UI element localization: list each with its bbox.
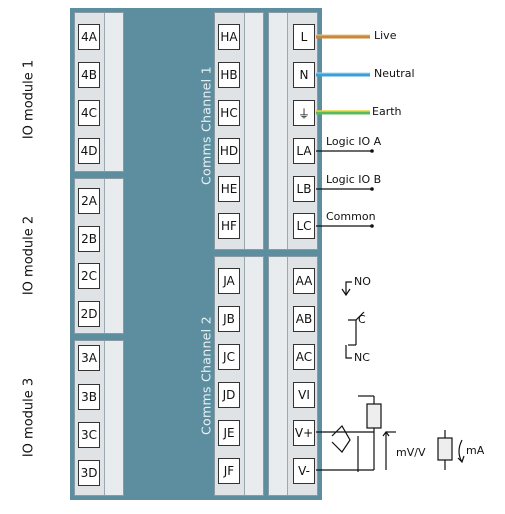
- mv-sensor-symbol: [316, 395, 396, 472]
- common-label: Common: [326, 210, 376, 223]
- relay-nc-label: NC: [354, 351, 370, 364]
- earth-label: Earth: [372, 105, 402, 118]
- terminal-ja[interactable]: JA: [218, 268, 240, 294]
- terminal-lc[interactable]: LC: [293, 213, 315, 239]
- live-label: Live: [374, 29, 397, 42]
- comms-channel-2-module: [214, 256, 264, 496]
- terminal-ha[interactable]: HA: [218, 24, 240, 50]
- terminal-4c[interactable]: 4C: [78, 100, 100, 126]
- terminal-4a[interactable]: 4A: [78, 24, 100, 50]
- logic-io-b-label: Logic IO B: [326, 173, 382, 186]
- terminal-vi[interactable]: VI: [293, 382, 315, 408]
- mv-label: mV/V: [396, 446, 426, 459]
- terminal-4b[interactable]: 4B: [78, 62, 100, 88]
- terminal-n[interactable]: N: [293, 62, 315, 88]
- terminal-earth[interactable]: ⏚: [293, 100, 315, 126]
- ma-sensor-symbol: [437, 430, 465, 470]
- terminal-je[interactable]: JE: [218, 420, 240, 446]
- logic-io-a-label: Logic IO A: [326, 135, 382, 148]
- terminal-2b[interactable]: 2B: [78, 226, 100, 252]
- terminal-l[interactable]: L: [293, 24, 315, 50]
- relay-c-label: C: [358, 313, 366, 326]
- neutral-label: Neutral: [374, 67, 415, 80]
- terminal-hc[interactable]: HC: [218, 100, 240, 126]
- terminal-ab[interactable]: AB: [293, 306, 315, 332]
- terminal-3d[interactable]: 3D: [78, 460, 100, 486]
- terminal-hf[interactable]: HF: [218, 213, 240, 239]
- terminal-aa[interactable]: AA: [293, 268, 315, 294]
- terminal-la[interactable]: LA: [293, 138, 315, 164]
- terminal-jd[interactable]: JD: [218, 382, 240, 408]
- relay-no-label: NO: [354, 275, 371, 288]
- power-block: [268, 12, 318, 250]
- terminal-hd[interactable]: HD: [218, 138, 240, 164]
- terminal-vplus[interactable]: V+: [293, 420, 315, 446]
- terminal-2c[interactable]: 2C: [78, 263, 100, 289]
- terminal-2d[interactable]: 2D: [78, 301, 100, 327]
- terminal-jf[interactable]: JF: [218, 458, 240, 484]
- terminal-jc[interactable]: JC: [218, 344, 240, 370]
- terminal-4d[interactable]: 4D: [78, 138, 100, 164]
- terminal-3b[interactable]: 3B: [78, 384, 100, 410]
- comms-channel-1-module: [214, 12, 264, 250]
- terminal-3a[interactable]: 3A: [78, 345, 100, 371]
- relay-block: [268, 256, 318, 496]
- terminal-ac[interactable]: AC: [293, 344, 315, 370]
- terminal-jb[interactable]: JB: [218, 306, 240, 332]
- terminal-hb[interactable]: HB: [218, 62, 240, 88]
- terminal-3c[interactable]: 3C: [78, 422, 100, 448]
- terminal-he[interactable]: HE: [218, 176, 240, 202]
- terminal-lb[interactable]: LB: [293, 176, 315, 202]
- relay-symbol: [341, 281, 365, 359]
- terminal-2a[interactable]: 2A: [78, 188, 100, 214]
- terminal-vminus[interactable]: V-: [293, 458, 315, 484]
- ma-label: mA: [466, 444, 485, 457]
